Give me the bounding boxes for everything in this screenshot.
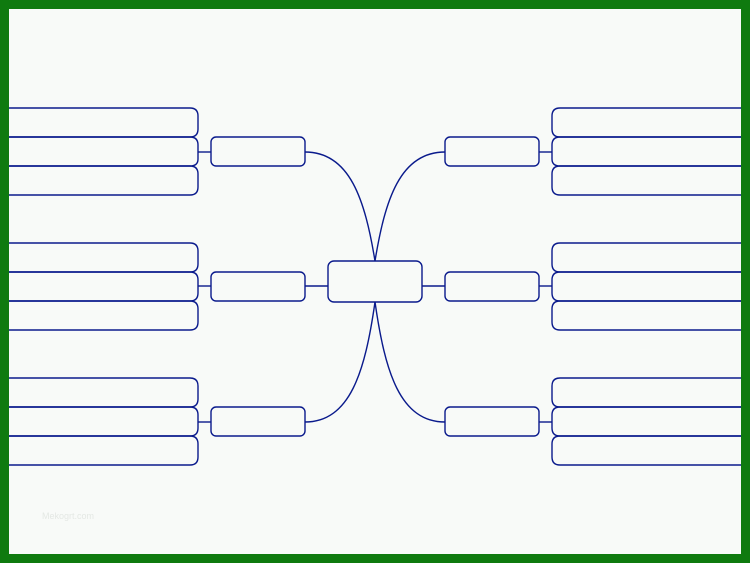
- branch-node-right-bottom[interactable]: [444, 406, 540, 437]
- leaf-line-left-top-3[interactable]: [9, 165, 199, 196]
- leaf-line-right-bottom-2[interactable]: [551, 406, 741, 437]
- leaf-line-right-top-1[interactable]: [551, 107, 741, 138]
- leaf-line-left-top-1[interactable]: [9, 107, 199, 138]
- leaf-group-right-middle: [551, 242, 741, 331]
- connector-center-to-left-top: [304, 151, 376, 262]
- leaf-group-left-top: [9, 107, 199, 196]
- leaf-line-right-top-3[interactable]: [551, 165, 741, 196]
- leaf-group-right-bottom: [551, 377, 741, 466]
- leaf-line-right-middle-2[interactable]: [551, 271, 741, 302]
- leaf-line-left-top-2[interactable]: [9, 136, 199, 167]
- leaf-group-left-middle: [9, 242, 199, 331]
- branch-node-right-middle[interactable]: [444, 271, 540, 302]
- leaf-line-left-bottom-1[interactable]: [9, 377, 199, 408]
- leaf-line-right-middle-1[interactable]: [551, 242, 741, 273]
- branch-node-right-top[interactable]: [444, 136, 540, 167]
- leaf-group-right-top: [551, 107, 741, 196]
- branch-node-left-bottom[interactable]: [210, 406, 306, 437]
- branch-node-left-top[interactable]: [210, 136, 306, 167]
- branch-node-left-middle[interactable]: [210, 271, 306, 302]
- leaf-line-right-bottom-1[interactable]: [551, 377, 741, 408]
- leaf-line-right-middle-3[interactable]: [551, 300, 741, 331]
- leaf-line-left-bottom-2[interactable]: [9, 406, 199, 437]
- leaf-group-left-bottom: [9, 377, 199, 466]
- leaf-line-right-bottom-3[interactable]: [551, 435, 741, 466]
- leaf-line-left-middle-2[interactable]: [9, 271, 199, 302]
- leaf-line-left-middle-3[interactable]: [9, 300, 199, 331]
- connector-center-to-left-bottom: [304, 301, 376, 423]
- watermark: Mekogrt.com: [42, 511, 95, 521]
- connector-center-to-right-bottom: [374, 301, 446, 423]
- leaf-line-left-bottom-3[interactable]: [9, 435, 199, 466]
- central-topic-node[interactable]: [327, 260, 423, 303]
- leaf-line-right-top-2[interactable]: [551, 136, 741, 167]
- connector-center-to-right-top: [374, 151, 446, 262]
- leaf-line-left-middle-1[interactable]: [9, 242, 199, 273]
